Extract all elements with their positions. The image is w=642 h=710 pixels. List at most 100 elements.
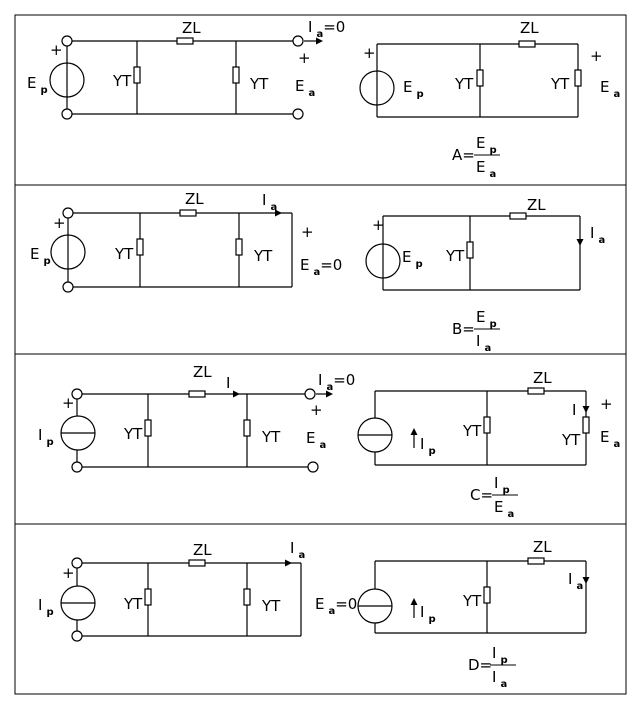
formula-lhs: D=: [468, 656, 492, 674]
label-text: +: [590, 47, 603, 65]
label-text: E: [315, 595, 324, 613]
label-subscript: p: [428, 446, 435, 457]
label-subscript: a: [598, 235, 605, 246]
label-subscript: a: [613, 89, 620, 100]
label-text: I: [476, 332, 480, 350]
label-text: E: [402, 248, 411, 266]
label-text: +: [298, 49, 311, 67]
label-suffix: =0: [320, 256, 342, 274]
circuit-label: YT: [445, 247, 465, 265]
label-text: +: [50, 41, 63, 59]
label-text: +: [62, 394, 75, 412]
label-suffix: =0: [323, 18, 345, 36]
current-arrow-icon: [582, 577, 590, 584]
circuit-label: YT: [462, 592, 482, 610]
label-subscript: p: [46, 437, 53, 448]
circuit-label: I: [226, 374, 230, 392]
panel-b-short-circuit: [50, 207, 584, 293]
terminal: [304, 388, 316, 400]
current-arrow-icon: [410, 428, 418, 435]
circuit-label: YT: [123, 425, 143, 443]
terminal: [61, 35, 73, 47]
circuit-label: +: [53, 214, 66, 232]
circuit-label: YT: [261, 428, 281, 446]
label-text: E: [476, 308, 485, 326]
panel-a-open-circuit: [49, 35, 582, 120]
circuit-label: YT: [261, 597, 281, 615]
label-subscript: p: [40, 85, 47, 96]
label-subscript: a: [489, 169, 496, 180]
terminal: [61, 108, 73, 120]
label-subscript: p: [502, 485, 509, 496]
circuit-label: I: [572, 401, 576, 419]
label-text: ZL: [193, 541, 212, 559]
resistor-zl: [509, 212, 527, 220]
label-text: YT: [550, 75, 570, 93]
label-text: YT: [123, 595, 143, 613]
label-text: E: [295, 77, 304, 95]
resistor-yt: [483, 416, 491, 434]
resistor-zl: [518, 40, 536, 48]
resistor-yt: [232, 66, 240, 84]
label-text: I: [308, 18, 312, 36]
terminal: [292, 35, 304, 47]
label-text: +: [310, 401, 323, 419]
label-text: I: [590, 224, 594, 242]
resistor-yt: [243, 588, 251, 606]
label-subscript: a: [507, 509, 514, 520]
label-text: I: [494, 474, 498, 492]
label-subscript: a: [576, 581, 583, 592]
label-text: E: [600, 78, 609, 96]
label-subscript: a: [319, 440, 326, 451]
label-text: YT: [112, 72, 132, 90]
label-text: YT: [123, 425, 143, 443]
label-text: +: [53, 214, 66, 232]
label-text: ZL: [533, 538, 552, 556]
label-text: YT: [561, 431, 581, 449]
current-arrow-icon: [576, 239, 584, 246]
label-text: ZL: [193, 363, 212, 381]
label-text: +: [62, 564, 75, 582]
label-text: E: [306, 429, 315, 447]
resistor-yt: [483, 586, 491, 604]
label-subscript: a: [308, 88, 315, 99]
terminal: [71, 630, 83, 642]
circuit-label: +: [62, 394, 75, 412]
circuit-label: YT: [114, 245, 134, 263]
resistor-yt: [133, 66, 141, 84]
label-text: E: [494, 498, 503, 516]
circuit-label: YT: [123, 595, 143, 613]
label-text: E: [30, 245, 39, 263]
formula-lhs: B=: [452, 320, 475, 338]
label-text: ZL: [185, 190, 204, 208]
circuit-label: +: [590, 47, 603, 65]
circuit-label: ZL: [533, 369, 552, 387]
current-arrow-icon: [233, 390, 240, 398]
resistor-yt: [144, 588, 152, 606]
label-subscript: a: [500, 679, 507, 690]
label-text: E: [476, 134, 485, 152]
circuit-label: YT: [454, 75, 474, 93]
label-text: +: [372, 216, 385, 234]
terminal: [62, 281, 74, 293]
current-arrow-icon: [582, 406, 590, 413]
label-text: E: [27, 74, 36, 92]
label-text: I: [420, 435, 424, 453]
label-text: +: [301, 223, 314, 241]
circuit-label: ZL: [185, 190, 204, 208]
label-text: I: [290, 539, 294, 557]
